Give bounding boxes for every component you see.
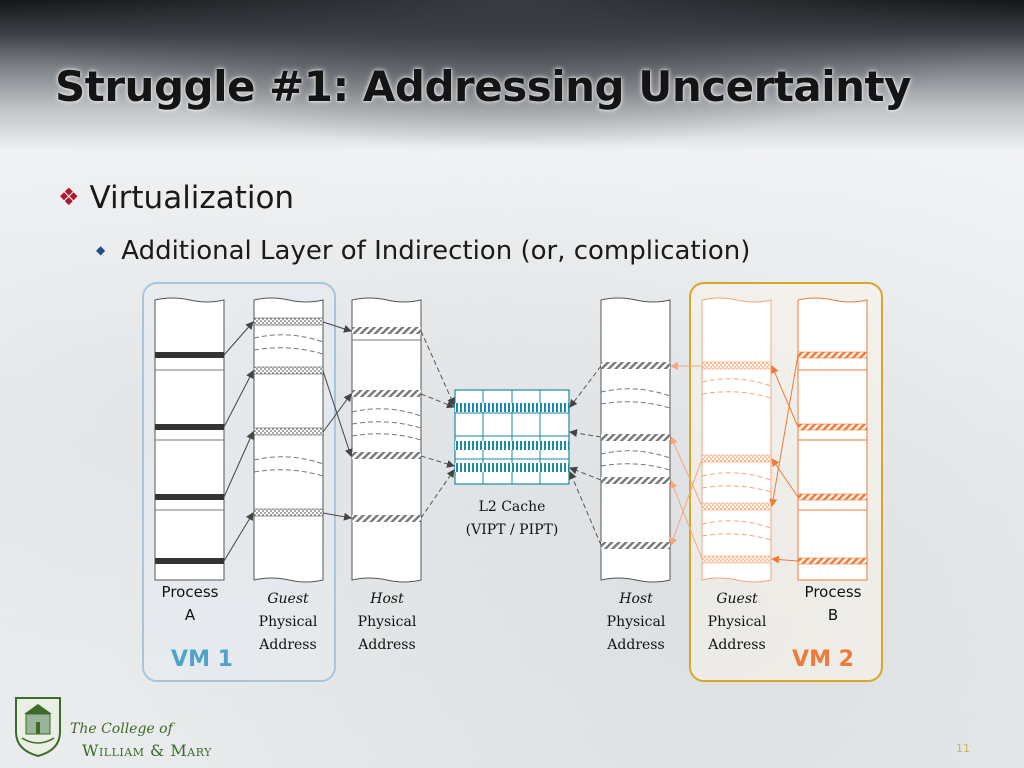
guest-physical-memory-right <box>701 297 772 583</box>
process-a-label-line2: A <box>185 606 196 624</box>
guest-pa-left-line3: Address <box>258 637 316 653</box>
header-band <box>0 0 1024 150</box>
guest-pa-left-line2: Physical <box>259 614 318 630</box>
process-a-memory <box>154 297 225 581</box>
host-pa-right-line2: Physical <box>607 614 666 630</box>
process-a-label-line1: Process <box>162 583 219 601</box>
host-pa-right-line1: Host <box>618 591 653 607</box>
arrows-host-left-to-cache <box>420 330 455 519</box>
college-crest-icon <box>15 697 61 758</box>
arrows-process-b-to-guest <box>769 354 799 564</box>
guest-pa-right-line1: Guest <box>716 591 758 607</box>
host-pa-left-line3: Address <box>357 637 415 653</box>
bullet-level1-text: Virtualization <box>89 180 295 216</box>
slide-title: Struggle #1: Addressing Uncertainty <box>55 62 912 111</box>
guest-pa-right-line3: Address <box>707 637 765 653</box>
host-pa-right-line3: Address <box>606 637 664 653</box>
host-physical-memory-left <box>351 297 422 583</box>
diamond-bullet-icon: ❖ <box>58 183 80 211</box>
arrows-guest-to-host-left <box>322 321 353 521</box>
small-diamond-bullet-icon: ◆ <box>96 243 106 257</box>
bullet-level2: ◆ Additional Layer of Indirection (or, co… <box>96 236 750 266</box>
guest-pa-right-line2: Physical <box>708 614 767 630</box>
arrows-guest-to-host-right <box>669 362 703 560</box>
process-b-label-line2: B <box>828 606 838 624</box>
bullet-level1: ❖ Virtualization <box>58 180 294 216</box>
host-pa-left-line2: Physical <box>358 614 417 630</box>
college-name-line1: The College of <box>70 721 173 737</box>
l2-cache-grid <box>454 389 570 485</box>
guest-pa-left-line1: Guest <box>267 591 309 607</box>
guest-physical-memory-left <box>253 297 324 583</box>
vm2-label: VM 2 <box>792 647 854 672</box>
host-pa-left-line1: Host <box>369 591 404 607</box>
process-b-memory <box>797 297 868 581</box>
arrows-host-right-to-cache <box>569 365 602 546</box>
host-physical-memory-right <box>600 297 671 583</box>
college-name-line2: William & Mary <box>82 741 212 760</box>
cache-label-line2: (VIPT / PIPT) <box>466 522 559 538</box>
cache-label-line1: L2 Cache <box>479 499 546 515</box>
bullet-level2-text: Additional Layer of Indirection (or, com… <box>121 236 751 266</box>
arrows-process-a-to-guest <box>223 321 254 562</box>
process-b-label-line1: Process <box>805 583 862 601</box>
page-number: 11 <box>956 742 970 755</box>
vm1-label: VM 1 <box>171 647 233 672</box>
